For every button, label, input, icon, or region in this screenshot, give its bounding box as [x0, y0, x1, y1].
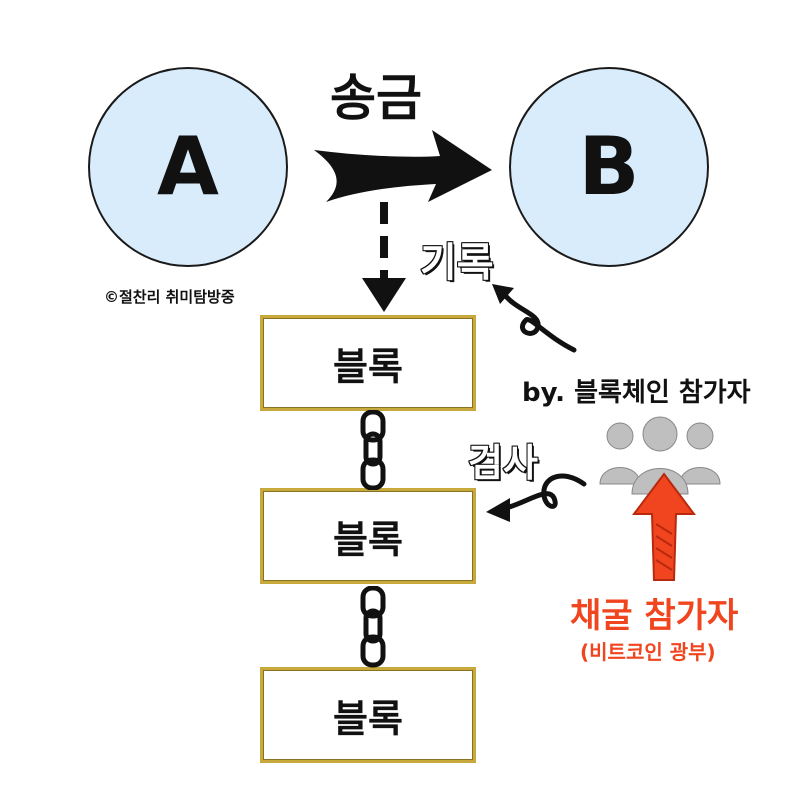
verify-label: 검사 — [467, 440, 539, 486]
node-b: B — [509, 67, 709, 267]
transfer-arrow-icon — [314, 130, 492, 202]
node-a: A — [88, 67, 288, 267]
block-2: 블록 — [260, 488, 476, 584]
transfer-label: 송금 — [330, 69, 422, 127]
block-2-label: 블록 — [333, 517, 403, 562]
chain-link-1-icon — [360, 410, 386, 490]
chain-link-2-icon — [360, 586, 386, 668]
block-3-label: 블록 — [333, 696, 403, 741]
record-arrow-icon — [362, 202, 406, 312]
miner-label: 채굴 참가자 — [570, 596, 739, 636]
block-1-label: 블록 — [333, 344, 403, 389]
miner-up-arrow-icon — [632, 472, 696, 581]
participant-caption: by. 블록체인 참가자 — [522, 378, 751, 408]
miner-sub-label: (비트코인 광부) — [580, 640, 716, 664]
copyright-text: ©절찬리 취미탐방중 — [104, 288, 235, 306]
record-label: 기록 — [419, 239, 495, 287]
curly-arrow-verify-icon — [486, 473, 587, 522]
node-b-label: B — [578, 120, 640, 213]
block-3: 블록 — [260, 667, 476, 763]
curly-arrow-record-icon — [492, 284, 577, 353]
block-1: 블록 — [260, 315, 476, 411]
node-a-label: A — [157, 120, 219, 213]
